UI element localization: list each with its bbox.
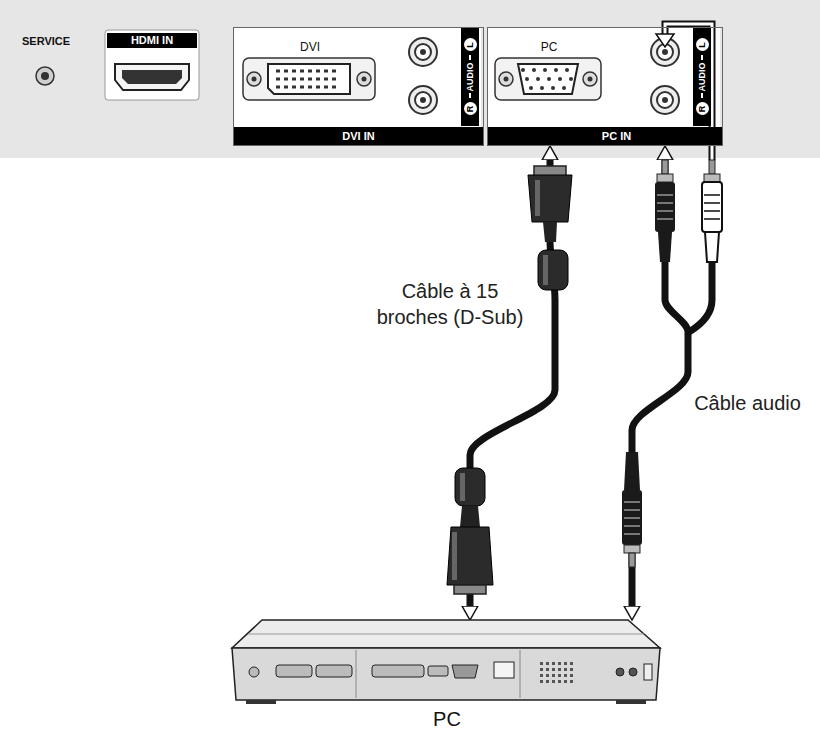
audio-plug-white (656, 24, 722, 332)
pin (529, 86, 533, 90)
vent (540, 668, 543, 671)
laptop (232, 620, 660, 704)
pin (316, 78, 320, 81)
vent (570, 662, 573, 665)
pin (316, 70, 320, 73)
vent (570, 680, 573, 683)
vent (552, 668, 555, 671)
vent (558, 662, 561, 665)
pin (562, 86, 566, 90)
pin (276, 70, 280, 73)
pin (536, 77, 540, 81)
port-tag: HDMI IN (107, 33, 197, 48)
pin (300, 78, 304, 81)
pin (300, 86, 304, 89)
vent (552, 680, 555, 683)
vent (552, 662, 555, 665)
panel-label: PC IN (488, 127, 722, 145)
panel-label: DVI IN (234, 127, 483, 145)
port-label: SERVICE (22, 35, 70, 47)
pin (284, 86, 288, 89)
computer: PC (225, 620, 669, 735)
pin (551, 86, 555, 90)
vent (558, 680, 561, 683)
port-label: PC (541, 40, 558, 54)
vent (540, 680, 543, 683)
audio-plug-red (655, 160, 675, 262)
pin (547, 77, 551, 81)
pin (332, 86, 336, 89)
vent (564, 674, 567, 677)
pin (324, 78, 328, 81)
pin (554, 68, 558, 72)
cable-label: Câble audio (680, 390, 815, 416)
pin (324, 70, 328, 73)
pin (569, 77, 573, 81)
input-panel: DVI DVI IN R AUDIO L (233, 27, 484, 146)
vent (564, 668, 567, 671)
vent (558, 674, 561, 677)
pin (565, 68, 569, 72)
audio-label-bar: R AUDIO L (461, 28, 479, 126)
channel-label: R (464, 103, 477, 116)
vent (564, 680, 567, 683)
vent (540, 674, 543, 677)
channel-label: L (696, 39, 709, 52)
pin (292, 70, 296, 73)
vent (552, 674, 555, 677)
pin (332, 78, 336, 81)
vent (546, 662, 549, 665)
channel-label: AUDIO (698, 54, 707, 101)
pin (308, 78, 312, 81)
vent (546, 674, 549, 677)
vent (570, 674, 573, 677)
vent (546, 680, 549, 683)
vent (540, 662, 543, 665)
pin (324, 86, 328, 89)
channel-label: AUDIO (466, 54, 475, 101)
pin (543, 68, 547, 72)
input-panel: PC PC IN R AUDIO L (487, 27, 723, 146)
pin (521, 68, 525, 72)
pin (540, 86, 544, 90)
audio-label-bar: R AUDIO L (693, 28, 711, 126)
vent (570, 668, 573, 671)
vent (564, 662, 567, 665)
pin (284, 70, 288, 73)
vent (546, 668, 549, 671)
pin (532, 68, 536, 72)
pin (308, 86, 312, 89)
pin (292, 86, 296, 89)
device-label: PC (225, 707, 669, 731)
service-jack (36, 67, 54, 85)
pin (525, 77, 529, 81)
pin (276, 78, 280, 81)
channel-label: R (696, 103, 709, 116)
cable-label: Câble à 15 broches (D-Sub) (370, 278, 530, 330)
vent (558, 668, 561, 671)
pin (292, 78, 296, 81)
pin (558, 77, 562, 81)
vga-plug-top (528, 166, 572, 290)
port-label: DVI (300, 40, 320, 54)
vga-plug-bottom (447, 468, 493, 594)
pin (316, 86, 320, 89)
channel-label: L (464, 39, 477, 52)
pin (300, 70, 304, 73)
pin (308, 70, 312, 73)
hdmi-port (105, 30, 199, 100)
audio-plug-bottom (622, 452, 642, 567)
pin (332, 70, 336, 73)
pin (284, 78, 288, 81)
pin (276, 86, 280, 89)
